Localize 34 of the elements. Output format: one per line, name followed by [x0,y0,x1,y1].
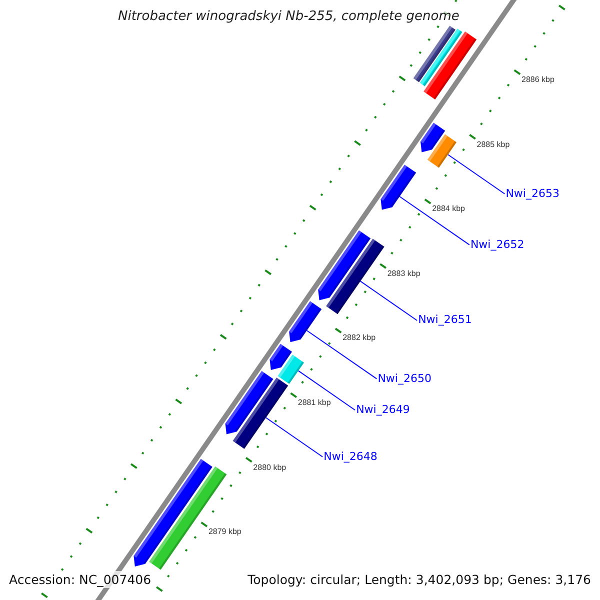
gene-bar [278,354,304,384]
gene-bar [289,301,322,342]
gene-label: Nwi_2650 [378,372,432,386]
scale-label: 2885 kbp [476,140,510,150]
leader-line [448,154,506,194]
gene-label: Nwi_2652 [470,238,524,252]
scale-label: 2883 kbp [387,268,420,279]
gene-label: Nwi_2649 [356,403,410,418]
scale-label: 2880 kbp [253,462,286,473]
gene-label: Nwi_2648 [324,450,378,464]
gene-bar [413,26,456,82]
gene-label: Nwi_2651 [418,313,472,328]
scale-label: 2881 kbp [298,398,331,408]
gene-bar [380,164,416,210]
leader-line [298,370,356,411]
gene-bar [149,466,227,570]
gene-bar [420,28,462,86]
leader-line [399,196,470,246]
gene-bar [225,371,274,434]
gene-bar [326,238,384,314]
gene-bar [270,344,292,370]
scale-label: 2882 kbp [342,333,376,344]
leader-line [265,417,324,458]
leader-line [306,330,378,380]
scale-label: 2879 kbp [208,527,242,538]
gene-bar [427,134,456,168]
gene-bar [424,32,477,100]
gene-bar [318,230,371,300]
gene-bar [420,122,446,152]
leader-line [360,280,418,321]
gene-label: Nwi_2653 [506,186,560,201]
scale-label: 2886 kbp [522,75,554,86]
gene-bar [232,378,288,449]
scale-label: 2884 kbp [432,204,465,214]
